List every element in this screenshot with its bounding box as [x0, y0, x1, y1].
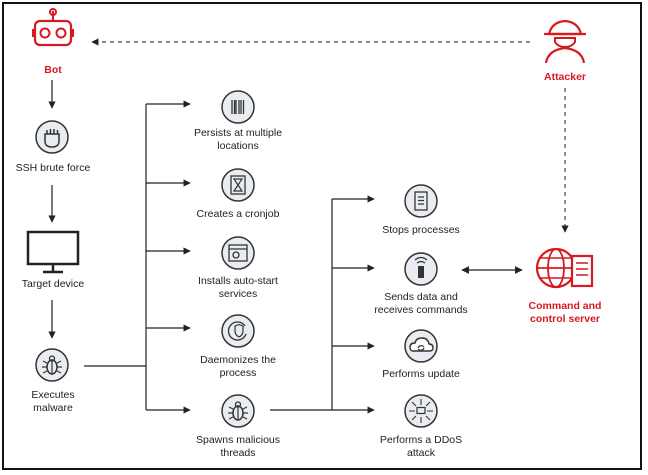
middle-item-label-4: Spawns malicious threads — [195, 434, 281, 459]
middle-item-label-0: Persists at multiple locations — [193, 127, 283, 152]
right-item-label-2: Performs update — [382, 368, 460, 380]
middle-item-label-3: Daemonizes the process — [200, 354, 276, 379]
ddos-icon — [404, 394, 438, 428]
fist-icon — [35, 120, 69, 154]
barcode-icon — [221, 90, 255, 124]
clipboard-icon — [404, 184, 438, 218]
shield-refresh-icon — [221, 314, 255, 348]
target-label: Target device — [21, 278, 85, 290]
remote-icon — [404, 252, 438, 286]
hourglass-icon — [221, 168, 255, 202]
bug-icon — [221, 394, 255, 428]
robot-icon — [32, 8, 74, 47]
c2-label: Command and control server — [528, 300, 602, 325]
attacker-label: Attacker — [543, 71, 587, 83]
exec-label: Executes malware — [31, 389, 75, 414]
gear-window-icon — [221, 236, 255, 270]
hacker-icon — [544, 19, 586, 64]
monitor-icon — [26, 230, 80, 274]
right-item-label-3: Performs a DDoS attack — [379, 434, 463, 459]
middle-item-label-1: Creates a cronjob — [196, 208, 280, 220]
bot-label: Bot — [44, 64, 62, 76]
cloud-sync-icon — [404, 329, 438, 363]
middle-item-label-2: Installs auto-start services — [198, 275, 278, 300]
ssh-label: SSH brute force — [15, 162, 91, 174]
diagram-frame — [2, 2, 642, 470]
right-item-label-1: Sends data and receives commands — [374, 291, 468, 316]
bug-icon — [35, 348, 69, 382]
right-item-label-0: Stops processes — [382, 224, 460, 236]
globe-server-icon — [535, 247, 594, 289]
